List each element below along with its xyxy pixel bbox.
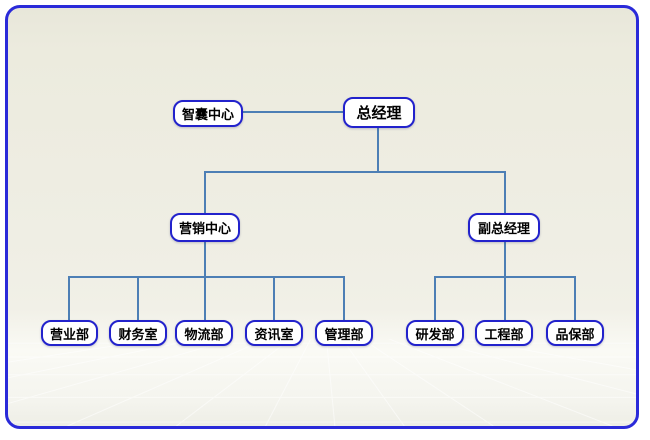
org-node-deputy-general-manager: 副总经理 — [468, 213, 540, 242]
connector-drop-management — [343, 276, 345, 320]
connector-level2-bus — [204, 171, 506, 173]
connector-drop-info — [273, 276, 275, 320]
org-node-qa-dept: 品保部 — [546, 320, 604, 346]
org-node-engineering-dept: 工程部 — [475, 320, 533, 346]
connector-drop-deputy — [504, 171, 506, 213]
org-node-think-tank: 智囊中心 — [173, 100, 243, 127]
org-node-logistics-dept: 物流部 — [175, 320, 233, 346]
connector-deputy-bus — [434, 276, 576, 278]
connector-drop-rd — [434, 276, 436, 320]
connector-drop-qa — [574, 276, 576, 320]
connector-marketing-down — [204, 242, 206, 320]
org-node-finance-office: 财务室 — [109, 320, 167, 346]
connector-drop-sales — [68, 276, 70, 320]
org-node-rd-dept: 研发部 — [406, 320, 464, 346]
connector-thinktank-gm — [243, 111, 343, 113]
org-node-marketing-center: 营销中心 — [170, 213, 240, 242]
connector-deputy-down — [504, 242, 506, 320]
org-node-info-office: 资讯室 — [245, 320, 303, 346]
org-node-general-manager: 总经理 — [343, 97, 415, 128]
connector-drop-finance — [137, 276, 139, 320]
connector-drop-marketing — [204, 171, 206, 213]
connector-gm-down — [377, 128, 379, 172]
org-node-management-dept: 管理部 — [315, 320, 373, 346]
org-node-sales-dept: 营业部 — [41, 320, 98, 346]
connector-marketing-bus — [68, 276, 345, 278]
